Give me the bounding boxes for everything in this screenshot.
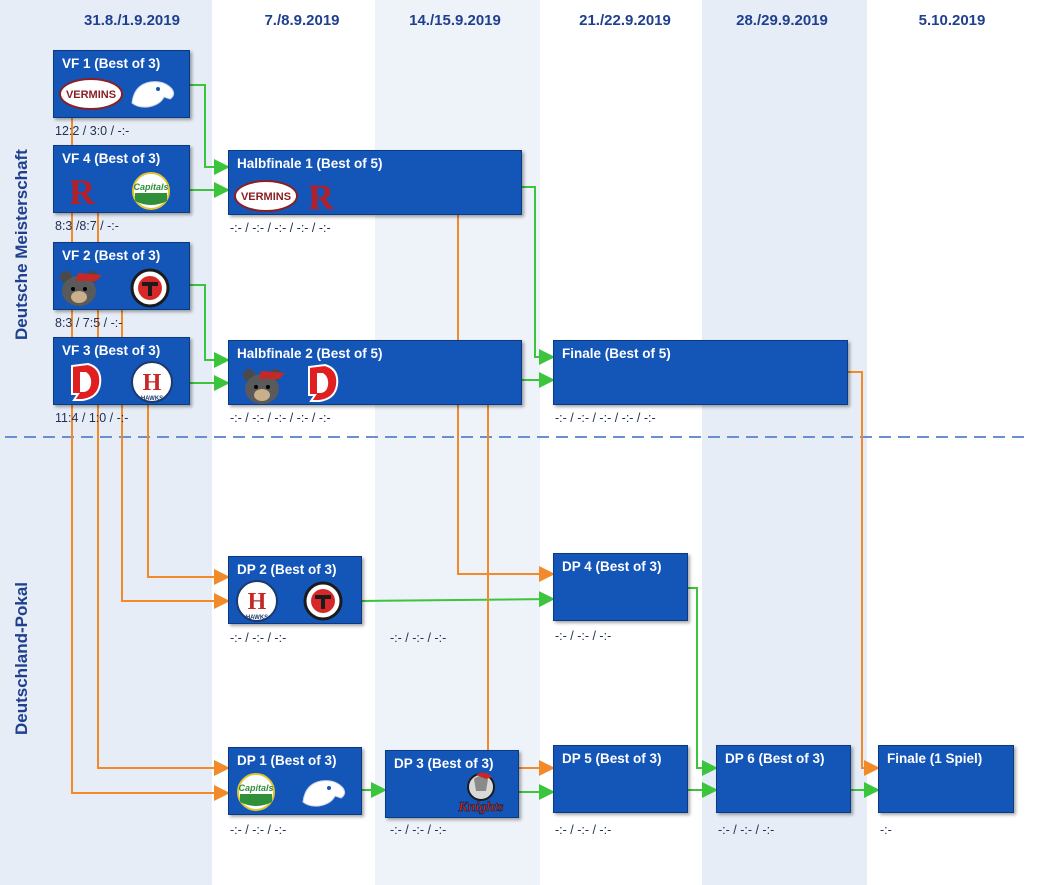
connector-dp4-dp6 bbox=[688, 587, 718, 776]
match-box-vf4[interactable]: VF 4 (Best of 3) R Capitals bbox=[53, 145, 190, 213]
svg-text:R: R bbox=[308, 177, 335, 215]
svg-text:H: H bbox=[143, 370, 162, 396]
date-6: 5.10.2019 bbox=[918, 12, 986, 29]
panther-logo bbox=[131, 81, 175, 108]
capitals-logo: Capitals bbox=[132, 172, 170, 210]
match-box-dp1[interactable]: DP 1 (Best of 3) Capitals bbox=[228, 747, 362, 815]
svg-text:Knights: Knights bbox=[457, 800, 504, 815]
score-dp2: -:- / -:- / -:- bbox=[230, 631, 287, 645]
match-box-dp6[interactable]: DP 6 (Best of 3) bbox=[716, 745, 851, 813]
match-title: VF 3 (Best of 3) bbox=[62, 343, 161, 358]
match-title: DP 3 (Best of 3) bbox=[394, 756, 494, 771]
match-title: VF 4 (Best of 3) bbox=[62, 151, 161, 166]
match-box-pokal-finale[interactable]: Finale (1 Spiel) bbox=[878, 745, 1014, 813]
capitals-logo: Capitals bbox=[237, 773, 275, 811]
connector-hf1-finale bbox=[522, 186, 555, 365]
vermins-logo: VERMINS bbox=[59, 78, 123, 110]
score-vf3: 11:4 / 1:0 / -:- bbox=[55, 411, 129, 425]
match-box-dp5[interactable]: DP 5 (Best of 3) bbox=[553, 745, 688, 813]
connector-finale-pokalfinale bbox=[848, 371, 880, 776]
panther-logo bbox=[302, 780, 346, 807]
svg-text:HAWKS: HAWKS bbox=[141, 396, 163, 402]
r-logo: R bbox=[308, 177, 335, 215]
date-1: 31.8./1.9.2019 bbox=[84, 12, 180, 29]
date-4: 21./22.9.2019 bbox=[579, 12, 671, 29]
date-2: 7./8.9.2019 bbox=[264, 12, 340, 29]
date-5: 28./29.9.2019 bbox=[736, 12, 828, 29]
match-title: DP 2 (Best of 3) bbox=[237, 562, 337, 577]
match-box-halbfinale-2[interactable]: Halbfinale 2 (Best of 5) bbox=[228, 340, 522, 405]
hawks-logo: H HAWKS bbox=[236, 580, 278, 622]
bear-logo bbox=[243, 369, 285, 404]
connector-dp2-dp4 bbox=[361, 591, 555, 608]
connector-vf1-hf1 bbox=[190, 84, 230, 175]
score-dp3: -:- / -:- / -:- bbox=[390, 823, 447, 837]
match-box-vf2[interactable]: VF 2 (Best of 3) bbox=[53, 242, 190, 310]
match-title: Finale (1 Spiel) bbox=[887, 751, 983, 766]
match-title: VF 2 (Best of 3) bbox=[62, 248, 161, 263]
score-dp5: -:- / -:- / -:- bbox=[555, 823, 612, 837]
connector-vf2-hf2 bbox=[190, 284, 230, 368]
svg-text:VERMINS: VERMINS bbox=[66, 89, 116, 101]
score-vf4: 8:3 /8:7 / -:- bbox=[55, 219, 119, 233]
svg-text:Capitals: Capitals bbox=[238, 783, 273, 793]
score-halbfinale-1: -:- / -:- / -:- / -:- / -:- bbox=[230, 221, 331, 235]
svg-text:HAWKS: HAWKS bbox=[246, 615, 268, 621]
match-title: Finale (Best of 5) bbox=[562, 346, 671, 361]
column-shade-5 bbox=[702, 0, 867, 885]
date-3: 14./15.9.2019 bbox=[409, 12, 501, 29]
score-halbfinale-2: -:- / -:- / -:- / -:- / -:- bbox=[230, 411, 331, 425]
match-title: VF 1 (Best of 3) bbox=[62, 56, 161, 71]
score-finale: -:- / -:- / -:- / -:- / -:- bbox=[555, 411, 656, 425]
score-vf1: 12:2 / 3:0 / -:- bbox=[55, 124, 130, 138]
match-title: DP 6 (Best of 3) bbox=[725, 751, 825, 766]
match-title: Halbfinale 1 (Best of 5) bbox=[237, 156, 383, 171]
d-logo bbox=[308, 363, 339, 402]
match-title: DP 5 (Best of 3) bbox=[562, 751, 662, 766]
knights-logo: Knights bbox=[457, 772, 504, 815]
match-box-dp2[interactable]: DP 2 (Best of 3) H HAWKS bbox=[228, 556, 362, 624]
d-logo bbox=[71, 362, 102, 401]
t-logo bbox=[303, 581, 343, 621]
match-box-vf1[interactable]: VF 1 (Best of 3) VERMINS bbox=[53, 50, 190, 118]
match-box-halbfinale-1[interactable]: Halbfinale 1 (Best of 5) VERMINS R bbox=[228, 150, 522, 215]
svg-text:H: H bbox=[248, 589, 267, 615]
match-title: DP 4 (Best of 3) bbox=[562, 559, 662, 574]
t-logo bbox=[130, 268, 170, 308]
svg-text:R: R bbox=[69, 172, 96, 210]
score-dp1: -:- / -:- / -:- bbox=[230, 823, 287, 837]
match-title: Halbfinale 2 (Best of 5) bbox=[237, 346, 383, 361]
connector-vf2-dp2 bbox=[121, 310, 230, 609]
score-dp6: -:- / -:- / -:- bbox=[718, 823, 775, 837]
score-pokal-finale: -:- bbox=[880, 823, 892, 837]
score-vf2: 8:3 / 7:5 / -:- bbox=[55, 316, 123, 330]
match-box-dp4[interactable]: DP 4 (Best of 3) bbox=[553, 553, 688, 621]
hawks-logo: H HAWKS bbox=[131, 361, 173, 403]
connector-hf1-dp4 bbox=[457, 215, 555, 582]
vermins-logo: VERMINS bbox=[234, 180, 298, 212]
match-box-vf3[interactable]: VF 3 (Best of 3) H HAWKS bbox=[53, 337, 190, 405]
match-box-dp3[interactable]: DP 3 (Best of 3) Knights bbox=[385, 750, 519, 818]
connector-vf3-dp2 bbox=[147, 405, 230, 585]
svg-text:VERMINS: VERMINS bbox=[241, 191, 291, 203]
svg-text:Capitals: Capitals bbox=[133, 182, 168, 192]
match-box-finale[interactable]: Finale (Best of 5) bbox=[553, 340, 848, 405]
score-extra: -:- / -:- / -:- bbox=[390, 631, 447, 645]
r-logo: R bbox=[69, 172, 96, 210]
score-dp4: -:- / -:- / -:- bbox=[555, 629, 612, 643]
match-title: DP 1 (Best of 3) bbox=[237, 753, 337, 768]
bear-logo bbox=[60, 271, 102, 306]
